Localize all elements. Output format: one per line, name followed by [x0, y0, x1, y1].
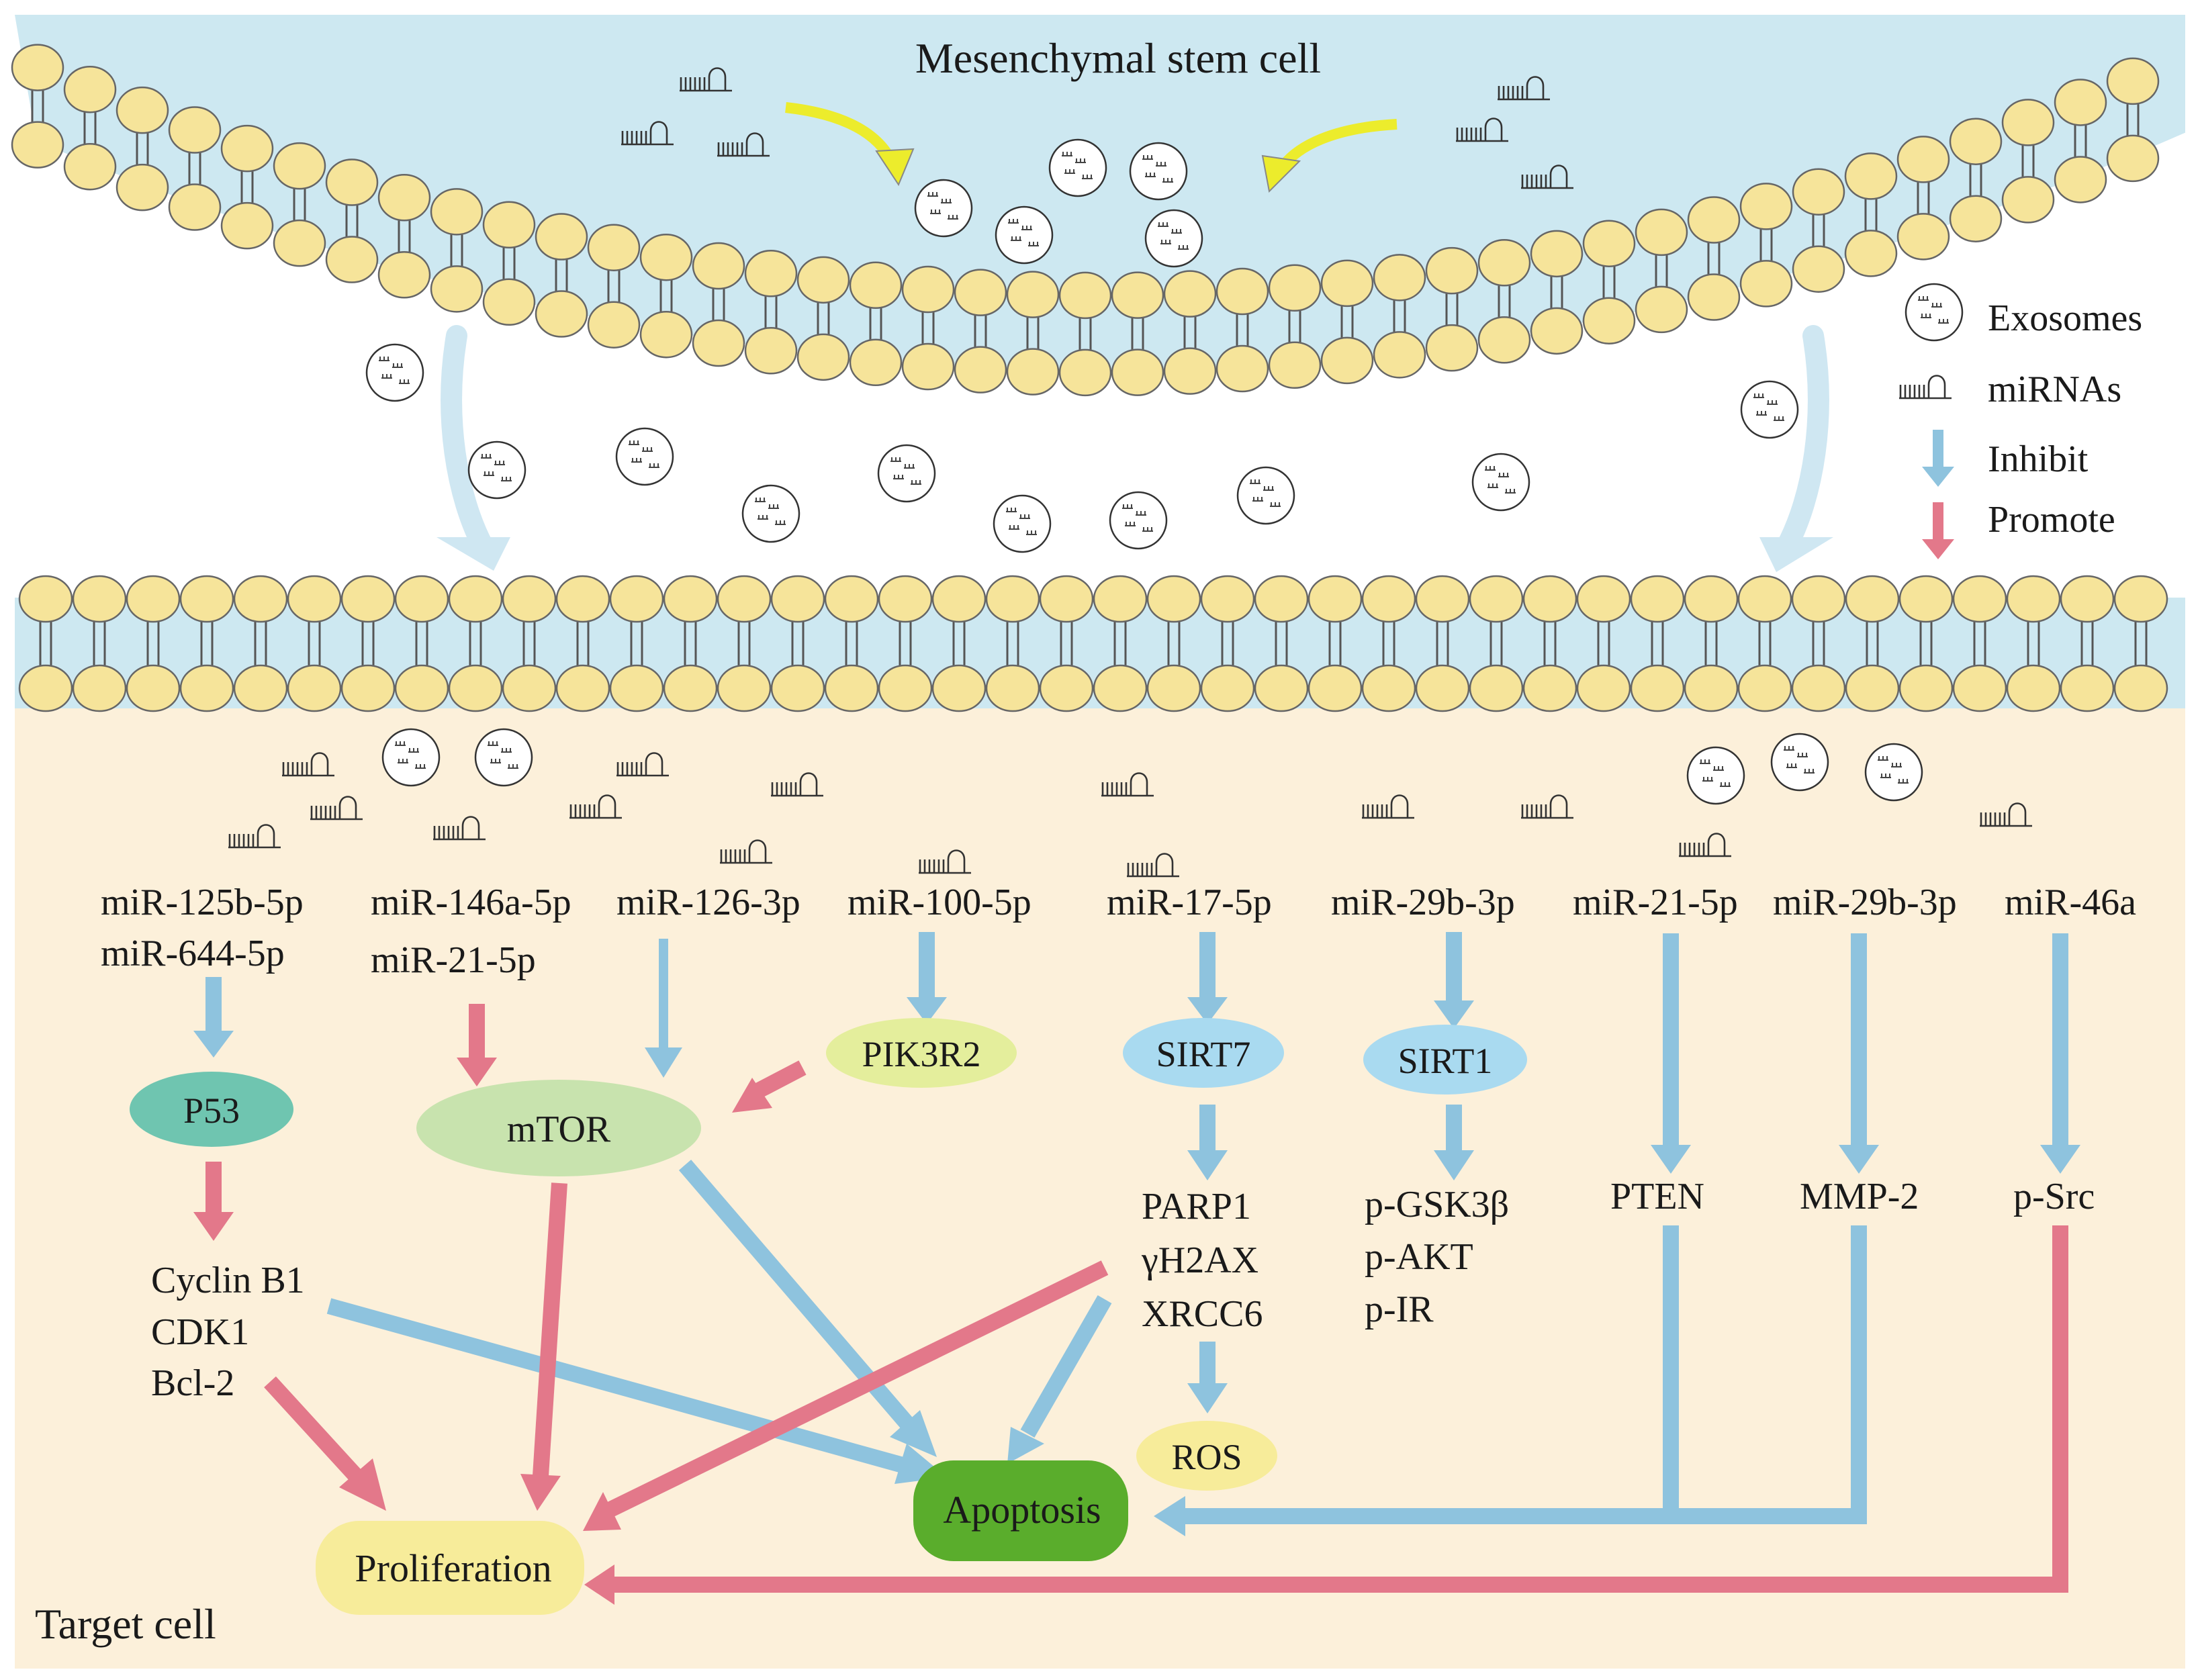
exosome-icon: [474, 728, 533, 787]
exosome-legend-icon: [1905, 283, 1964, 342]
exosome-icon: [1129, 142, 1188, 201]
exosome-icon: [1236, 466, 1295, 525]
sirt1-label: SIRT1: [1398, 1041, 1493, 1081]
exosome-icon: [1686, 746, 1745, 805]
mirna-29b-label-b: miR-29b-3p: [1773, 882, 1957, 923]
transfer-arrow-right: [1776, 325, 1829, 558]
sirt1-node: [1363, 1025, 1527, 1094]
inhibit-legend-arrow-icon: [1922, 430, 1954, 487]
transfer-arrowhead-left: [437, 537, 510, 571]
mirna-46a-label: miR-46a: [2005, 882, 2136, 923]
mirna-125b-label: miR-125b-5p: [101, 882, 304, 923]
exosome-icon: [1770, 733, 1829, 792]
mirna-17-label: miR-17-5p: [1107, 882, 1272, 923]
mirna-126-label: miR-126-3p: [616, 882, 800, 923]
p53-label: P53: [183, 1090, 240, 1131]
mirna-21-label-b: miR-21-5p: [1573, 882, 1738, 923]
exosome-icon: [1144, 209, 1203, 268]
cdk1-label: CDK1: [151, 1311, 249, 1353]
stem-cell-membrane: [11, 44, 2160, 397]
exosome-icon: [1048, 138, 1107, 197]
legend-inhibit: Inhibit: [1988, 438, 2089, 480]
p53-node: [130, 1072, 293, 1147]
exosome-icon: [1109, 491, 1168, 550]
exosome-icon: [1864, 743, 1923, 802]
exosome-icon: [467, 440, 526, 500]
stem-cell-interior: [15, 15, 2185, 369]
pten-label: PTEN: [1610, 1176, 1704, 1217]
stem-cell-label: Mesenchymal stem cell: [915, 34, 1321, 82]
proliferation-label: Proliferation: [355, 1546, 551, 1590]
cyclin-b1-label: Cyclin B1: [151, 1260, 305, 1301]
legend-promote: Promote: [1988, 499, 2115, 541]
mtor-node: [416, 1080, 701, 1176]
proliferation-node: [316, 1521, 584, 1615]
ros-label: ROS: [1171, 1437, 1242, 1477]
sirt7-label: SIRT7: [1156, 1034, 1251, 1074]
exosome-icon: [381, 728, 441, 787]
ros-node: [1136, 1421, 1277, 1491]
mtor-label: mTOR: [507, 1109, 611, 1150]
apoptosis-label: Apoptosis: [943, 1488, 1101, 1532]
pik3r2-node: [826, 1018, 1017, 1088]
bcl2-label: Bcl-2: [151, 1362, 234, 1404]
mirna-21-label-a: miR-21-5p: [371, 939, 536, 981]
legend-exosomes: Exosomes: [1988, 297, 2142, 339]
transfer-arrowhead-right: [1759, 537, 1833, 572]
mirna-100-label: miR-100-5p: [847, 882, 1032, 923]
p-src-label: p-Src: [2013, 1176, 2095, 1217]
promote-legend-arrow-icon: [1922, 502, 1954, 559]
exosome-icon: [1740, 380, 1799, 439]
target-cell-label: Target cell: [35, 1600, 216, 1648]
apoptosis-node: [913, 1460, 1128, 1561]
p-gsk3b-label: p-GSK3β: [1365, 1184, 1509, 1225]
exosome-icon: [877, 444, 936, 503]
mmp2-label: MMP-2: [1800, 1176, 1919, 1217]
exosome-icon: [993, 494, 1052, 553]
xrcc6-label: XRCC6: [1142, 1293, 1263, 1335]
mirna-644-label: miR-644-5p: [101, 933, 285, 974]
yellow-arrowhead-right: [1261, 154, 1301, 193]
p-akt-label: p-AKT: [1365, 1236, 1473, 1278]
target-cell-membrane: [18, 575, 2168, 712]
exosome-icon: [995, 205, 1054, 265]
exosome-icon: [365, 343, 424, 402]
parp1-label: PARP1: [1142, 1186, 1251, 1227]
exosome-icon: [1471, 453, 1530, 512]
p-ir-label: p-IR: [1365, 1289, 1434, 1330]
exosome-icon: [615, 427, 674, 486]
mirna-29b-label-a: miR-29b-3p: [1331, 882, 1515, 923]
gh2ax-label: γH2AX: [1141, 1240, 1258, 1281]
legend-mirnas: miRNAs: [1988, 369, 2121, 410]
mirna-legend-icon: [1898, 375, 1953, 400]
pathway-arrows: [193, 932, 2080, 1605]
sirt7-node: [1123, 1018, 1284, 1088]
mirna-146a-label: miR-146a-5p: [371, 882, 571, 923]
pik3r2-label: PIK3R2: [862, 1034, 980, 1074]
exosome-icon: [914, 179, 973, 238]
exosome-icon: [741, 484, 800, 543]
transfer-arrow-left: [441, 325, 494, 558]
yellow-arrowhead-left: [875, 148, 915, 187]
